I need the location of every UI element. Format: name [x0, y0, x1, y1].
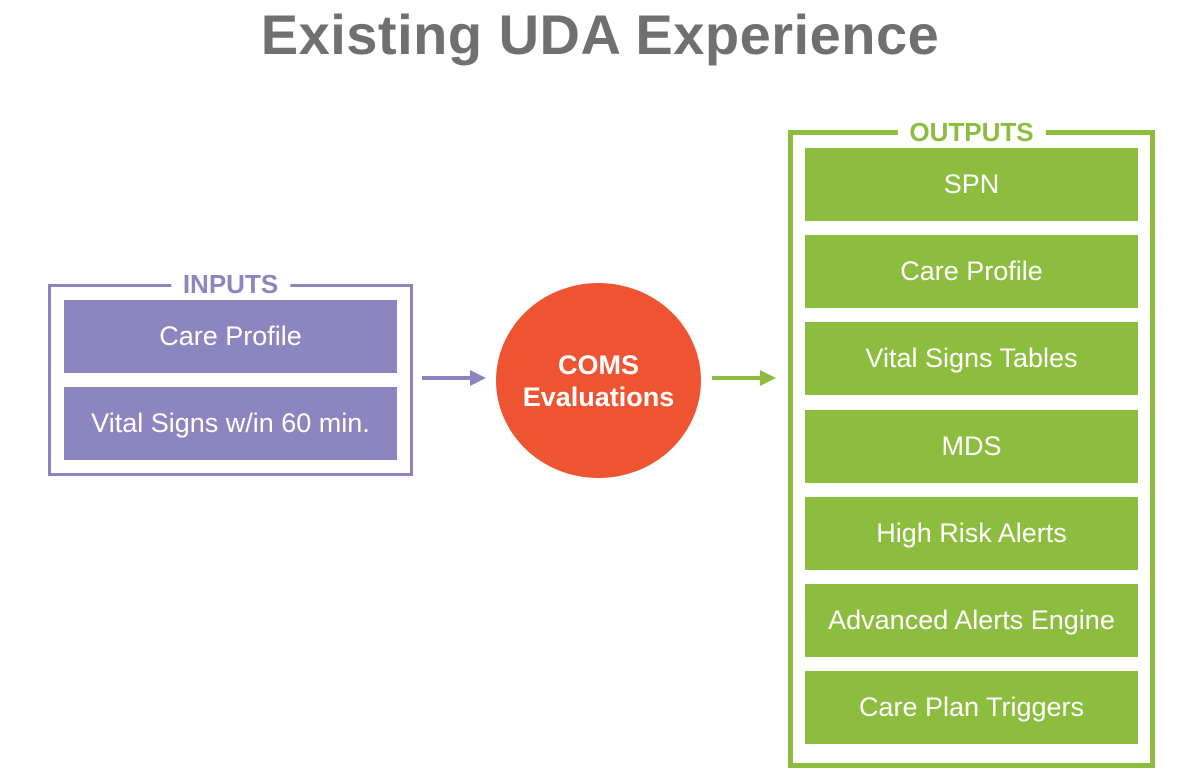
process-line1: COMS [558, 349, 639, 380]
inputs-group: INPUTS Care Profile Vital Signs w/in 60 … [48, 267, 413, 476]
output-vital-signs-tables: Vital Signs Tables [805, 322, 1138, 395]
output-mds: MDS [805, 410, 1138, 483]
output-care-plan-triggers: Care Plan Triggers [805, 671, 1138, 744]
inputs-label: INPUTS [170, 267, 291, 301]
coms-evaluations-node: COMS Evaluations [496, 283, 701, 478]
output-care-profile: Care Profile [805, 235, 1138, 308]
output-advanced-alerts-engine: Advanced Alerts Engine [805, 584, 1138, 657]
output-high-risk-alerts: High Risk Alerts [805, 497, 1138, 570]
outputs-label: OUTPUTS [897, 115, 1046, 149]
input-care-profile: Care Profile [64, 300, 397, 373]
input-vital-signs: Vital Signs w/in 60 min. [64, 387, 397, 460]
process-line2: Evaluations [522, 381, 675, 412]
outputs-arrow [712, 370, 776, 386]
inputs-arrow [422, 370, 486, 386]
output-spn: SPN [805, 148, 1138, 221]
diagram-title: Existing UDA Experience [260, 3, 940, 66]
outputs-group: OUTPUTS SPN Care Profile Vital Signs Tab… [788, 115, 1155, 768]
